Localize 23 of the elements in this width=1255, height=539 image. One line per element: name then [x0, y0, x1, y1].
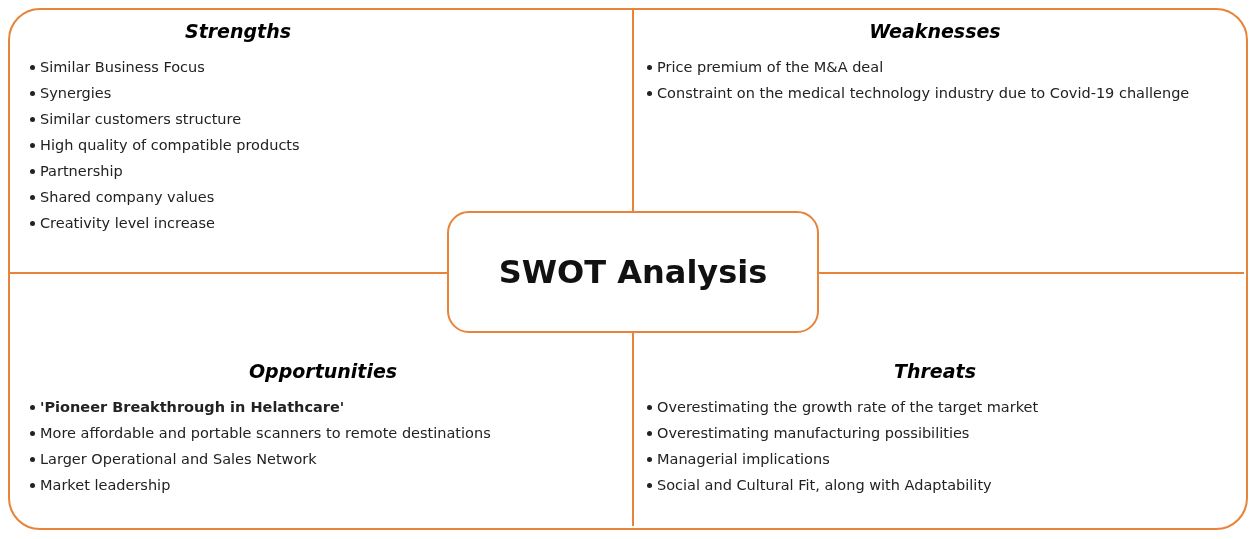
bullet-text: Managerial implications — [657, 451, 830, 467]
bullet-text: Overestimating manufacturing possibilities — [657, 425, 970, 441]
center-title: SWOT Analysis — [498, 253, 768, 291]
section-heading: Weaknesses — [868, 20, 1002, 42]
bullet-text: Social and Cultural Fit, along with Adaptability — [657, 477, 992, 493]
bullet-text: Overestimating the growth rate of the target market — [657, 399, 1039, 415]
bullet-text: Larger Operational and Sales Network — [40, 451, 317, 467]
bullet-text: Market leadership — [40, 477, 171, 493]
bullet-text: Price premium of the M&A deal — [657, 59, 884, 75]
center-box — [447, 211, 819, 333]
bullet-text: Constraint on the medical technology industry due to Covid-19 challenge — [657, 85, 1190, 101]
bullet-text: High quality of compatible products — [40, 137, 300, 153]
bullet-text: Shared company values — [40, 189, 215, 205]
bullet-text: Similar customers structure — [40, 111, 242, 127]
section-heading: Threats — [893, 360, 977, 382]
bullet-text: Partnership — [40, 163, 123, 179]
bullet-text: Synergies — [40, 85, 112, 101]
section-heading: Strengths — [183, 20, 293, 42]
bullet-text: Creativity level increase — [40, 215, 215, 231]
section-heading: Opportunities — [247, 360, 399, 382]
bullet-text: Similar Business Focus — [40, 59, 205, 75]
bullet-text: More affordable and portable scanners to remote destinations — [40, 425, 491, 441]
bullet-text: 'Pioneer Breakthrough in Helathcare' — [40, 399, 345, 415]
